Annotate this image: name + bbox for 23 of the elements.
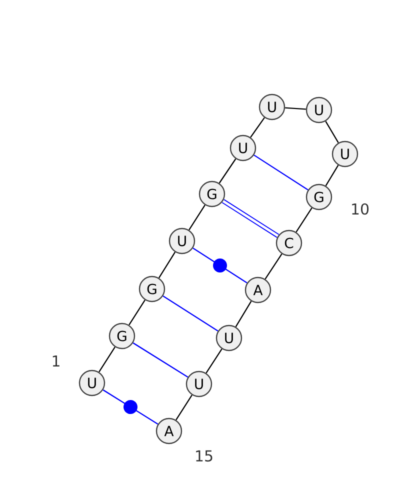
backbone-line bbox=[296, 208, 312, 232]
backbone-line bbox=[250, 117, 265, 138]
backbone-line bbox=[325, 164, 339, 186]
backbone-line bbox=[285, 107, 306, 110]
base-pair-line bbox=[222, 199, 280, 238]
base-pair-line bbox=[102, 389, 158, 425]
backbone-line bbox=[176, 394, 192, 420]
backbone-line bbox=[325, 120, 339, 144]
base-pair-line bbox=[192, 248, 248, 284]
base-pair-line bbox=[162, 296, 218, 332]
backbone-line bbox=[188, 204, 206, 230]
base-pair-line bbox=[254, 154, 308, 190]
base-pair-line bbox=[132, 342, 188, 378]
backbone-line bbox=[128, 300, 146, 326]
backbone-line bbox=[218, 158, 236, 184]
backbone-line bbox=[158, 252, 176, 278]
backbone-line bbox=[98, 346, 116, 372]
backbone-line bbox=[235, 300, 252, 328]
backbone-line bbox=[206, 348, 222, 374]
position-number: 15 bbox=[196, 450, 212, 462]
backbone-line bbox=[264, 254, 282, 280]
position-number: 10 bbox=[352, 203, 369, 215]
position-number: 1 bbox=[52, 356, 60, 366]
